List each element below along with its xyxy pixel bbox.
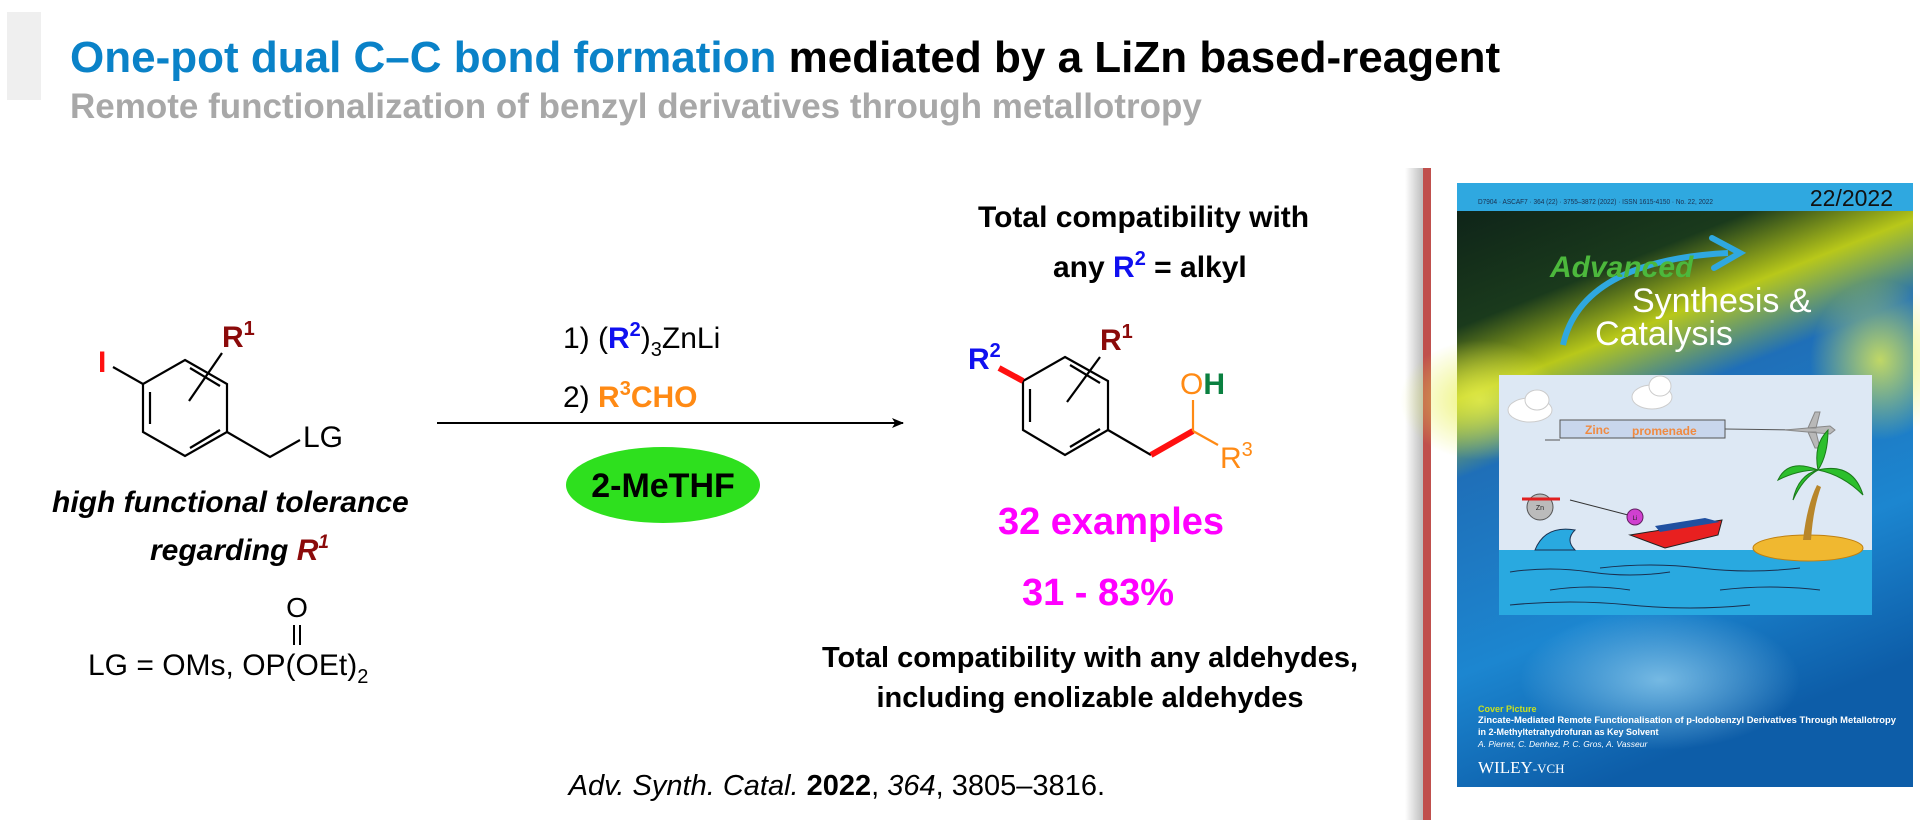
solvent-label: 2-MeTHF	[591, 467, 735, 505]
cloud-icon	[1507, 375, 1673, 423]
lg-double-bond	[293, 625, 301, 645]
product-r3: R3	[1220, 439, 1253, 475]
cover-picture-label: Cover Picture	[1478, 704, 1537, 714]
divider-shadow	[1405, 168, 1423, 820]
cover-swoosh-arrow-icon	[1560, 250, 1729, 346]
cover-li-label: Li	[1633, 516, 1638, 522]
reactant-iodine: I	[98, 346, 106, 379]
cover-journal-synthesis: Synthesis &	[1632, 282, 1812, 320]
cover-header-line: D7904 · ASCAF7 · 364 (22) · 3755–3872 (2…	[1478, 199, 1713, 206]
product-hydroxyl: OH	[1180, 368, 1225, 401]
header-accent-bar	[7, 12, 41, 100]
cover-banner-word2: promenade	[1632, 424, 1697, 438]
lithium-ball	[1626, 508, 1644, 526]
cover-banner-word1: Zinc	[1585, 423, 1610, 437]
lg-definition: LG = OMs, OP(OEt)2	[88, 649, 368, 688]
reactant-note-line1: high functional tolerance	[52, 486, 409, 519]
reactant-leaving-group: LG	[303, 421, 343, 454]
new-bond-ch2-ch	[1149, 428, 1195, 458]
reactant-structure	[112, 352, 301, 459]
new-bond-aryl-r2	[997, 365, 1025, 384]
cover-article-title-line1: Zincate-Mediated Remote Functionalisatio…	[1478, 715, 1896, 725]
aldehyde-compatibility-line2: including enolizable aldehydes	[876, 682, 1303, 714]
journal-cover: D7904 · ASCAF7 · 364 (22) · 3755–3872 (2…	[1400, 183, 1920, 787]
divider-bar	[1423, 168, 1431, 820]
cover-zn-label: Zn	[1536, 505, 1544, 512]
palm-tree-icon	[1803, 485, 1821, 540]
cover-article-title-line2: in 2-Methyltetrahydrofuran as Key Solven…	[1478, 727, 1659, 737]
condition-step1: 1) (R2)3ZnLi	[563, 319, 720, 361]
yield-range: 31 - 83%	[1022, 572, 1174, 614]
title-rest: mediated by a LiZn based-reagent	[776, 33, 1500, 82]
page-subtitle: Remote functionalization of benzyl deriv…	[70, 87, 1202, 126]
reactant-r1: R1	[222, 318, 255, 354]
condition-step2: 2) R3CHO	[563, 378, 697, 414]
title-highlight: One-pot dual C–C bond formation	[70, 33, 776, 82]
cover-journal-catalysis: Catalysis	[1595, 315, 1733, 353]
r2-compatibility-line1: Total compatibility with	[978, 201, 1309, 234]
reactant-note-line2: regarding R1	[150, 532, 329, 567]
cover-publisher-logo: WILEY-VCH	[1478, 758, 1565, 777]
r2-compatibility-line2: any R2 = alkyl	[1053, 248, 1247, 284]
lg-carbonyl-oxygen: O	[286, 592, 308, 623]
cover-journal-advanced: Advanced	[1549, 251, 1694, 284]
product-r1: R1	[1100, 321, 1133, 357]
cover-authors: A. Pierret, C. Denhez, P. C. Gros, A. Va…	[1477, 739, 1648, 749]
product-carbinol-bonds	[1191, 400, 1219, 446]
product-structure	[1021, 355, 1152, 457]
cover-header-band	[1457, 183, 1913, 211]
solvent-badge	[566, 447, 760, 523]
aldehyde-compatibility-line1: Total compatibility with any aldehydes,	[822, 642, 1358, 674]
cover-cartoon: Zinc promenade Zn Li	[1499, 375, 1872, 615]
examples-count: 32 examples	[998, 501, 1224, 543]
product-r2: R2	[968, 340, 1001, 376]
cover-issue: 22/2022	[1810, 185, 1893, 211]
citation: Adv. Synth. Catal. 2022, 364, 3805–3816.	[567, 770, 1105, 802]
page-title: One-pot dual C–C bond formation mediated…	[70, 33, 1500, 82]
